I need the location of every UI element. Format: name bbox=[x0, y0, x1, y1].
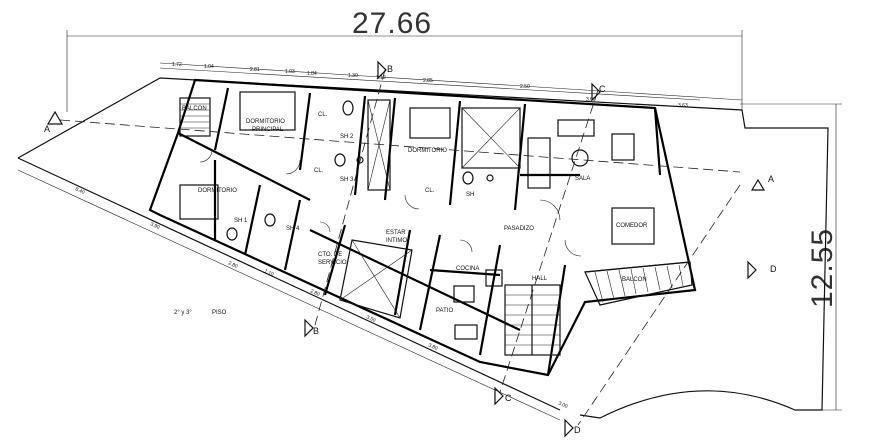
laundry-sink bbox=[454, 324, 478, 340]
toilet-sh bbox=[462, 171, 474, 185]
floor-label-floors: 2° y 3° bbox=[174, 310, 192, 316]
dim-left-5: 3.50 bbox=[365, 314, 377, 324]
dim-left-4: 2.80 bbox=[309, 288, 321, 298]
room-dormitorio-principal-1: DORMITORIO bbox=[246, 119, 285, 125]
room-dormitorio-top: DORMITORIO bbox=[408, 148, 447, 154]
dim-top-3: 1.03 bbox=[285, 69, 295, 75]
room-balcon-right: BALCON bbox=[622, 277, 647, 283]
room-cocina: COCINA bbox=[456, 266, 479, 272]
furniture bbox=[179, 91, 655, 340]
room-hall: HALL bbox=[532, 276, 548, 282]
stairs-balcony-right bbox=[584, 261, 693, 306]
section-d-right: D bbox=[770, 264, 777, 274]
dim-top-0: 1.72 bbox=[172, 62, 182, 68]
room-sh4: SH 4 bbox=[286, 226, 300, 232]
room-cl-1: CL. bbox=[318, 112, 328, 118]
section-a-right: A bbox=[768, 174, 774, 184]
dim-top-6: 1.12 bbox=[376, 75, 386, 81]
doors bbox=[199, 149, 582, 257]
building-outline bbox=[148, 78, 697, 377]
coffee-table bbox=[571, 149, 589, 167]
room-sala: SALA bbox=[575, 176, 590, 182]
section-a-left: A bbox=[44, 124, 50, 134]
floor-label: 2° y 3° PISO bbox=[174, 310, 227, 316]
dim-left-2: 1.10 bbox=[263, 268, 275, 278]
stairs-balcony-top bbox=[179, 97, 211, 137]
overall-width-dimension: 27.66 bbox=[66, 7, 743, 112]
dim-top-9: 3.09 bbox=[586, 97, 596, 103]
section-c-bottom: C bbox=[505, 393, 512, 403]
section-b-bottom: B bbox=[313, 326, 319, 336]
basin-sh bbox=[486, 174, 494, 182]
room-cto-2: SERVICIO bbox=[318, 260, 347, 266]
section-lines bbox=[59, 69, 741, 426]
dimension-chain-bottom: 8.40 3.90 1.10 2.80 2.80 3.50 3.80 3.00 bbox=[74, 186, 569, 410]
dim-left-6: 3.80 bbox=[427, 342, 439, 352]
dim-top-2: 2.81 bbox=[250, 67, 260, 73]
section-markers: A A B B C C D D bbox=[44, 60, 777, 438]
toilet-sh2 bbox=[342, 100, 354, 116]
room-comedor: COMEDOR bbox=[616, 223, 648, 229]
armchair bbox=[611, 133, 635, 161]
sofa-1 bbox=[557, 119, 595, 137]
basin-sh3 bbox=[356, 156, 364, 164]
site-boundary bbox=[17, 62, 829, 421]
floor-label-piso: PISO bbox=[212, 310, 227, 316]
dim-left-0: 8.40 bbox=[74, 186, 86, 196]
room-cl-3: CL. bbox=[425, 188, 435, 194]
dim-top-4: 1.84 bbox=[307, 71, 317, 77]
sanitary-fixtures bbox=[226, 100, 494, 241]
section-d-bottom: D bbox=[574, 425, 581, 435]
room-balcon-top: BALCON bbox=[182, 106, 207, 112]
sofa-2 bbox=[527, 137, 551, 189]
room-sh-kitchen: SH bbox=[466, 192, 474, 198]
bed-top bbox=[409, 107, 451, 139]
overall-height-label: 12.55 bbox=[806, 228, 839, 308]
section-b-top: B bbox=[387, 64, 393, 74]
stairs-hall bbox=[504, 284, 561, 356]
toilet-sh3 bbox=[334, 153, 346, 167]
dim-top-1: 1.04 bbox=[204, 64, 214, 70]
dim-top-8: 2.50 bbox=[520, 84, 530, 90]
room-cto-1: CTO. DE bbox=[318, 252, 342, 258]
room-labels: BALCON DORMITORIO PRINCIPAL CL. SH 2 DOR… bbox=[182, 106, 648, 314]
room-patio: PATIO bbox=[436, 308, 453, 314]
room-sh-left: SH 1 bbox=[234, 218, 248, 224]
overall-height-dimension: 12.55 bbox=[740, 103, 842, 411]
room-pasadizo: PASADIZO bbox=[504, 226, 534, 232]
dim-left-1: 3.90 bbox=[149, 221, 161, 231]
room-dormitorio-principal-2: PRINCIPAL bbox=[252, 127, 284, 133]
room-estar-2: INTIMO bbox=[386, 238, 407, 244]
toilet-sh1 bbox=[226, 227, 238, 241]
overall-width-label: 27.66 bbox=[352, 7, 432, 40]
dimension-chain-top: 1.72 1.04 2.81 1.03 1.84 1.30 1.12 2.85 … bbox=[159, 62, 701, 109]
kitchen-sink bbox=[453, 285, 475, 303]
bed-principal bbox=[239, 91, 296, 131]
dim-left-3: 2.80 bbox=[227, 260, 239, 270]
room-estar-1: ESTAR bbox=[386, 230, 406, 236]
room-dormitorio-left: DORMITORIO bbox=[198, 188, 237, 194]
dim-top-10: 3.63 bbox=[678, 103, 688, 109]
dim-top-7: 2.85 bbox=[423, 78, 433, 84]
room-sh3: SH 3 bbox=[340, 177, 354, 183]
toilet-sh4 bbox=[264, 213, 276, 227]
dim-top-5: 1.30 bbox=[348, 73, 358, 79]
room-sh2: SH 2 bbox=[340, 134, 354, 140]
room-cl-2: CL. bbox=[314, 168, 324, 174]
section-c-top: C bbox=[599, 84, 606, 94]
bed-left bbox=[179, 184, 219, 220]
dining-table bbox=[611, 207, 655, 245]
stove bbox=[485, 269, 503, 287]
dim-left-7: 3.00 bbox=[557, 400, 569, 410]
